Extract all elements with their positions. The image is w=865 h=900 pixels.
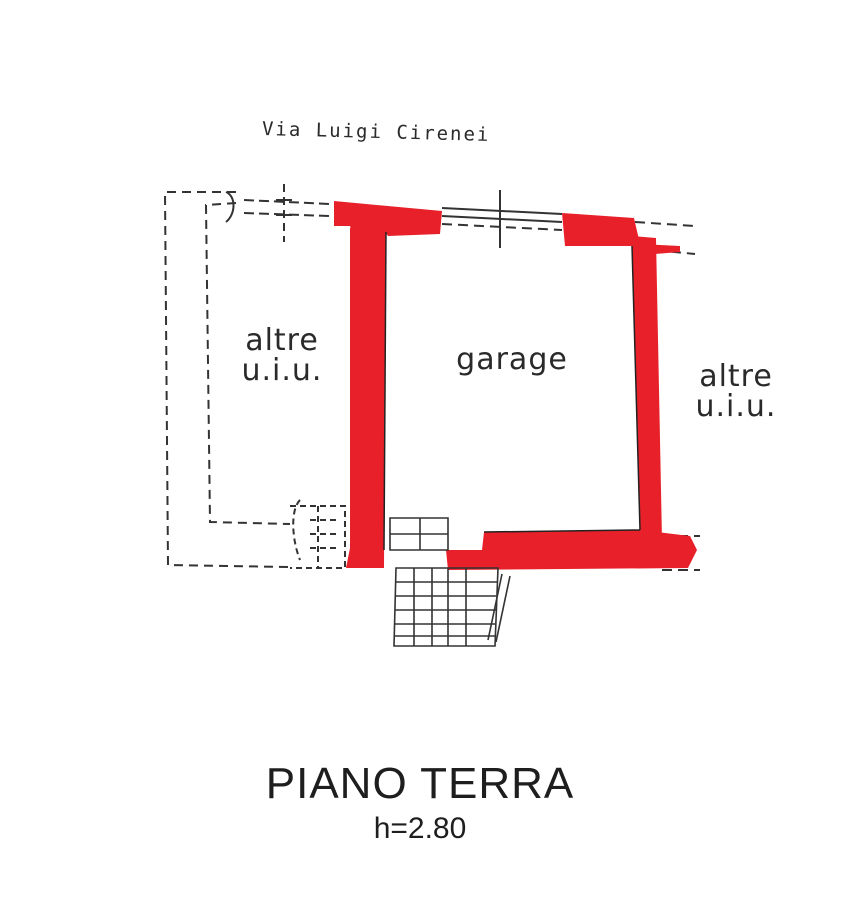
room-label-right-unit: altre u.i.u.: [686, 362, 786, 422]
floor-height: h=2.80: [373, 812, 467, 845]
entrance-stairs: [389, 517, 511, 647]
garage-door-opening: [441, 190, 563, 248]
room-label-garage: garage: [456, 342, 568, 377]
room-label-left-line2: u.i.u.: [241, 353, 323, 388]
garage-walls: [334, 201, 697, 570]
wall-edges: [383, 231, 641, 551]
room-label-right-line1: altre: [699, 359, 773, 394]
room-label-left-unit: altre u.i.u.: [232, 326, 332, 386]
floor-title: PIANO TERRA: [265, 759, 575, 808]
room-label-left-line1: altre: [245, 323, 319, 358]
left-unit-wall-ticks: [225, 184, 331, 242]
left-unit-outline: [163, 191, 291, 568]
left-small-stair: [290, 499, 346, 569]
room-label-right-line2: u.i.u.: [695, 389, 777, 424]
